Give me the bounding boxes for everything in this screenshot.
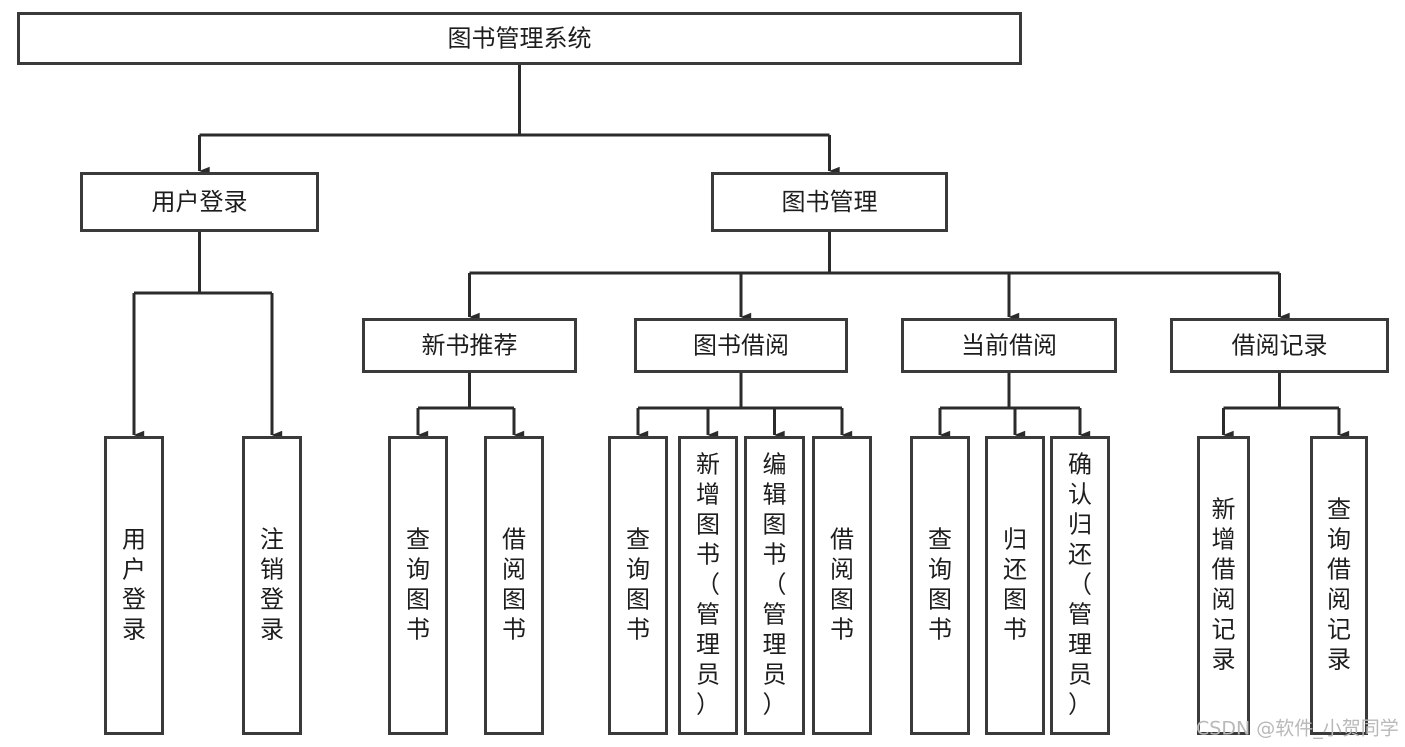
node-label: 确认归还（管理员） <box>1068 451 1092 719</box>
node-leaf-confirm-return[interactable]: 确认归还（管理员） <box>1050 436 1110 735</box>
node-box <box>104 436 164 735</box>
node-label: 归还图书 <box>1003 526 1027 644</box>
node-new-book-recommend[interactable]: 新书推荐 <box>362 318 577 373</box>
node-label: 借阅记录 <box>1232 332 1328 360</box>
csdn-watermark: CSDN @软件_小贺同学 <box>1196 718 1399 740</box>
node-leaf-return-book[interactable]: 归还图书 <box>985 436 1045 735</box>
node-box <box>901 318 1117 373</box>
node-label: 编辑图书（管理员） <box>763 451 787 719</box>
node-label: 借阅图书 <box>502 526 526 644</box>
node-box <box>1197 436 1250 735</box>
node-label: 新增图书（管理员） <box>696 451 720 719</box>
node-leaf-logout[interactable]: 注销登录 <box>242 436 302 735</box>
node-box <box>242 436 302 735</box>
node-box <box>362 318 577 373</box>
node-label: 用户登录 <box>152 188 248 216</box>
node-box <box>711 172 948 232</box>
edge-layer <box>132 65 1350 440</box>
node-leaf-borrow-book-a[interactable]: 借阅图书 <box>484 436 544 735</box>
node-box <box>1310 436 1368 735</box>
node-label: 查询图书 <box>928 526 952 644</box>
node-user-login[interactable]: 用户登录 <box>80 172 319 232</box>
node-label: 用户登录 <box>122 526 146 644</box>
node-leaf-borrow-book-b[interactable]: 借阅图书 <box>812 436 872 735</box>
node-label: 当前借阅 <box>961 332 1057 360</box>
node-box <box>484 436 544 735</box>
node-box <box>1050 436 1110 735</box>
node-leaf-add-record[interactable]: 新增借阅记录 <box>1197 436 1250 735</box>
node-leaf-query-book-b[interactable]: 查询图书 <box>608 436 668 735</box>
node-box <box>985 436 1045 735</box>
node-box <box>910 436 970 735</box>
node-label: 查询图书 <box>626 526 650 644</box>
node-box <box>812 436 872 735</box>
node-box <box>634 318 848 373</box>
node-box <box>388 436 448 735</box>
node-label: 图书管理 <box>782 188 878 216</box>
node-root[interactable]: 图书管理系统 <box>17 12 1022 65</box>
node-box <box>17 12 1022 65</box>
node-leaf-edit-book[interactable]: 编辑图书（管理员） <box>744 436 805 735</box>
node-label: 查询借阅记录 <box>1327 496 1351 674</box>
node-label: 图书借阅 <box>693 332 789 360</box>
node-box <box>678 436 738 735</box>
node-label: 新书推荐 <box>422 332 518 360</box>
node-label: 借阅图书 <box>830 526 854 644</box>
node-box <box>608 436 668 735</box>
node-leaf-query-record[interactable]: 查询借阅记录 <box>1310 436 1368 735</box>
node-borrow-record[interactable]: 借阅记录 <box>1170 318 1389 373</box>
node-label: 图书管理系统 <box>448 25 592 53</box>
node-box <box>744 436 805 735</box>
node-leaf-add-book[interactable]: 新增图书（管理员） <box>678 436 738 735</box>
node-book-borrow[interactable]: 图书借阅 <box>634 318 848 373</box>
node-leaf-query-book-a[interactable]: 查询图书 <box>388 436 448 735</box>
node-label: 注销登录 <box>260 526 284 644</box>
node-leaf-user-login[interactable]: 用户登录 <box>104 436 164 735</box>
node-current-borrow[interactable]: 当前借阅 <box>901 318 1117 373</box>
node-label: 查询图书 <box>406 526 430 644</box>
node-label: 新增借阅记录 <box>1212 496 1236 674</box>
node-book-manage[interactable]: 图书管理 <box>711 172 948 232</box>
node-box <box>1170 318 1389 373</box>
node-layer: 图书管理系统用户登录图书管理新书推荐图书借阅当前借阅借阅记录用户登录注销登录查询… <box>17 12 1389 735</box>
node-leaf-query-book-c[interactable]: 查询图书 <box>910 436 970 735</box>
node-box <box>80 172 319 232</box>
